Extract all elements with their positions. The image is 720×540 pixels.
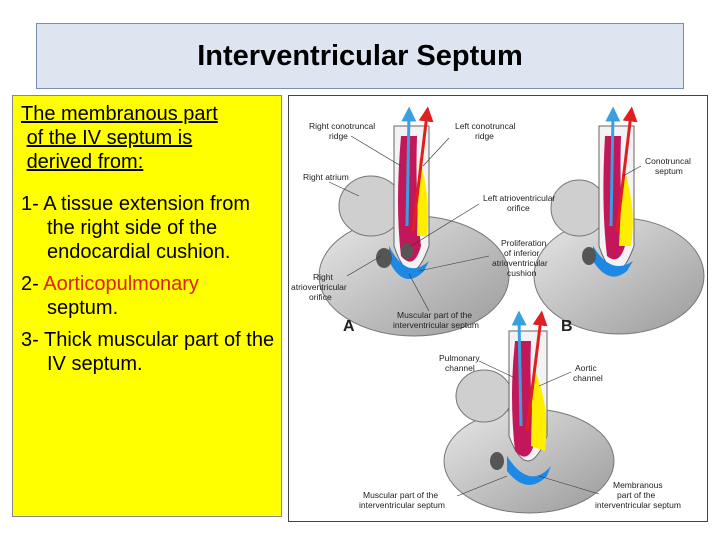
heading-line-2: of the IV septum is — [21, 126, 275, 150]
label-prolif-4: cushion — [507, 268, 537, 278]
label-aortic-2: channel — [573, 373, 603, 383]
heading-line-1-text: The membranous part — [21, 103, 218, 125]
label-muscular-c-1: Muscular part of the — [363, 490, 438, 500]
title-box: Interventricular Septum — [36, 23, 684, 89]
heading-line-1: The membranous part — [21, 102, 275, 126]
label-left-conotruncal-2: ridge — [475, 131, 494, 141]
list-item-2-prefix: 2- — [21, 273, 44, 295]
label-membranous-2: part of the — [617, 490, 656, 500]
slide-title: Interventricular Septum — [197, 39, 523, 72]
label-right-conotruncal-2: ridge — [329, 131, 348, 141]
label-pulmonary-2: channel — [445, 363, 475, 373]
heading-line-2-a: of the — [26, 127, 83, 149]
panel-label-a: A — [343, 318, 355, 335]
label-prolif-2: of inferior — [504, 248, 540, 258]
label-right-av-1: Right — [313, 272, 333, 282]
label-left-conotruncal-1: Left conotruncal — [455, 121, 516, 131]
list-item-2-suffix: septum. — [47, 297, 119, 319]
label-pulmonary-1: Pulmonary — [439, 353, 480, 363]
heart-c — [443, 310, 615, 514]
label-membranous-3: interventricular septum — [595, 500, 681, 510]
text-panel: The membranous part of the IV septum is … — [12, 95, 282, 517]
heading-line-3: derived from: — [21, 150, 275, 174]
label-conotruncal-septum-1: Conotruncal — [645, 156, 691, 166]
label-prolif-1: Proliferation — [501, 238, 547, 248]
label-left-av-2: orifice — [507, 203, 530, 213]
panel-label-b: B — [561, 318, 573, 335]
list-item-2-red: Aorticopulmonary — [43, 273, 199, 295]
heart-a — [318, 106, 510, 337]
heading-line-3-text: derived from: — [26, 151, 144, 173]
label-muscular-a-2: interventricular septum — [393, 320, 479, 330]
label-left-av-1: Left atrioventricular — [483, 193, 555, 203]
label-right-av-2: atrioventricular — [291, 282, 347, 292]
label-right-atrium: Right atrium — [303, 172, 349, 182]
label-muscular-c-2: interventricular septum — [359, 500, 445, 510]
label-right-av-3: orifice — [309, 292, 332, 302]
heart-diagram: Right conotruncal ridge Left conotruncal… — [291, 106, 705, 514]
label-right-conotruncal-1: Right conotruncal — [309, 121, 375, 131]
list-item-1: 1- A tissue extension from the right sid… — [21, 193, 251, 263]
label-aortic-1: Aortic — [575, 363, 597, 373]
label-membranous-1: Membranous — [613, 480, 663, 490]
list-item-3: 3- Thick muscular part of the IV septum. — [21, 329, 275, 375]
heart-b — [533, 106, 705, 335]
list-item-2: 2- Aorticopulmonary septum. — [21, 272, 275, 320]
label-prolif-3: atrioventricular — [492, 258, 548, 268]
label-muscular-a-1: Muscular part of the — [397, 310, 472, 320]
label-conotruncal-septum-2: septum — [655, 166, 683, 176]
heart-diagram-figure: Right conotruncal ridge Left conotruncal… — [288, 95, 708, 522]
leader-lines — [328, 135, 642, 497]
heading-line-2-b: IV septum is — [82, 127, 193, 149]
